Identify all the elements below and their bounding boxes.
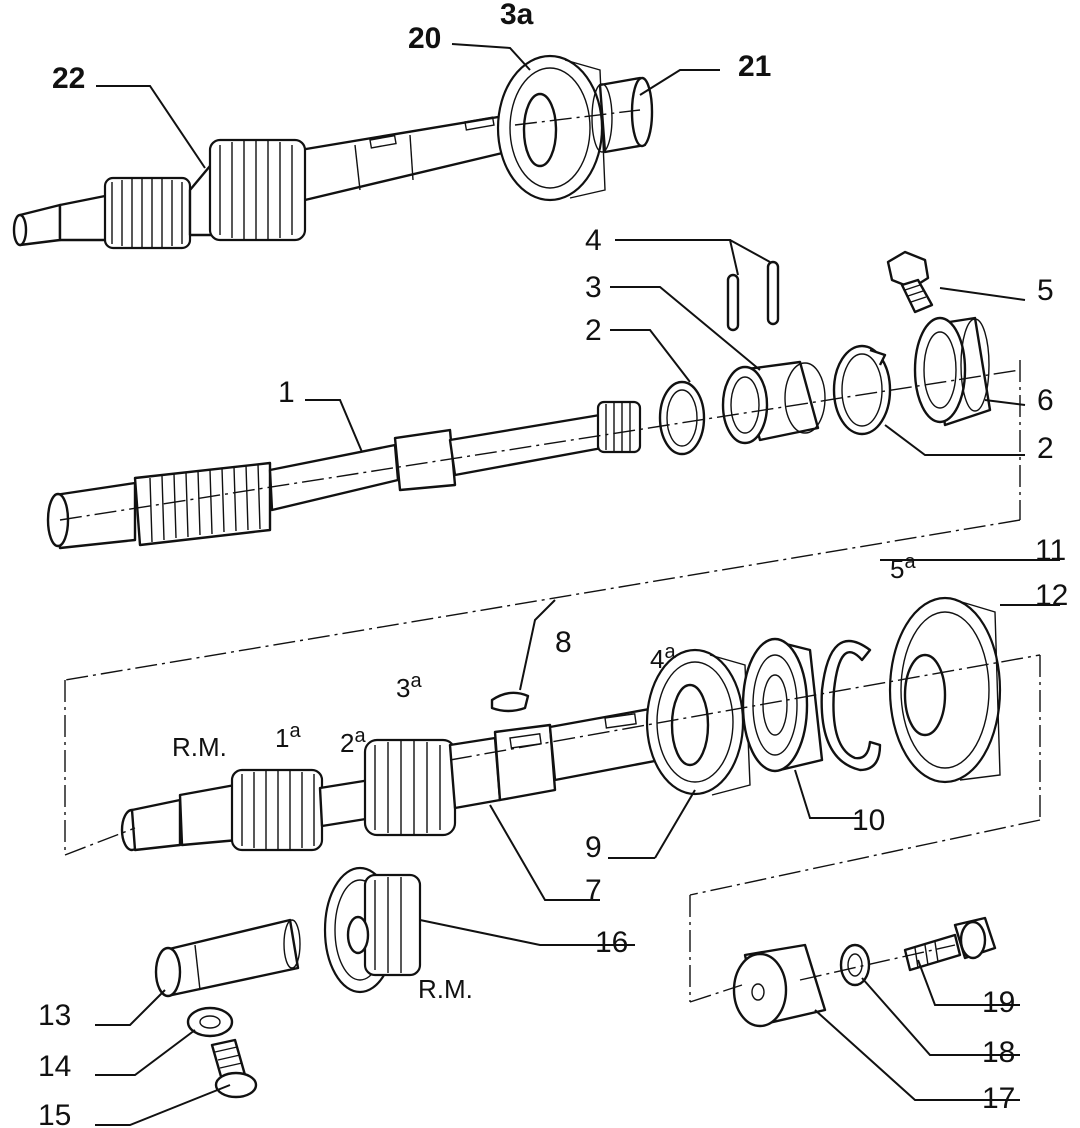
washer-part-14 (186, 1006, 234, 1038)
label-12: 12 (1035, 579, 1068, 612)
input-shaft-part-1 (46, 400, 642, 550)
layshaft-part-7 (120, 706, 662, 852)
label-1: 1 (278, 376, 295, 409)
label-10: 10 (852, 804, 885, 837)
label-5: 5 (1037, 274, 1054, 307)
label-7: 7 (585, 874, 602, 907)
key-part-8 (490, 691, 530, 713)
label-2-right: 2 (1037, 432, 1054, 465)
gear-label-4: 4a (650, 641, 676, 674)
gear-label-rm: R.M. (172, 732, 227, 762)
synchro-hub-part-10 (741, 637, 824, 773)
gear-label-1: 1a (275, 720, 301, 753)
bushing-part-21 (591, 76, 654, 154)
gear-label-3: 3a (396, 670, 422, 703)
label-3: 3 (585, 271, 602, 304)
reverse-gear-part-16 (323, 866, 422, 994)
label-3a-top: 3a (500, 0, 534, 31)
reverse-shaft-part-13 (154, 918, 301, 998)
label-14: 14 (38, 1050, 71, 1083)
gear-part-20 (496, 54, 606, 202)
washer-part-18 (839, 943, 871, 987)
label-21: 21 (738, 50, 771, 83)
label-6: 6 (1037, 384, 1054, 417)
label-11: 11 (1035, 534, 1066, 567)
reverse-gear-label: R.M. (418, 974, 473, 1004)
axis-lines (59, 109, 1041, 1003)
bolt-part-5 (886, 250, 934, 314)
pins-part-4 (726, 260, 780, 332)
label-4: 4 (585, 224, 602, 257)
label-15: 15 (38, 1099, 71, 1128)
sleeve-part-3 (721, 360, 826, 445)
gear-label-2: 2a (340, 725, 366, 758)
leader-lines (95, 43, 1060, 1126)
label-9: 9 (585, 831, 602, 864)
label-13: 13 (38, 999, 71, 1032)
screw-part-15 (210, 1038, 258, 1099)
circlip-part-2-left (658, 380, 706, 456)
label-2-left: 2 (585, 314, 602, 347)
snap-ring-part-11 (820, 639, 882, 772)
label-22: 22 (52, 62, 85, 95)
circlip-part-2-right (832, 344, 892, 436)
gear-part-12 (888, 596, 1002, 784)
output-shaft-assembly (12, 112, 520, 250)
label-16: 16 (595, 926, 628, 959)
gear-label-5: 5a (890, 551, 916, 584)
label-19: 19 (982, 986, 1015, 1019)
label-8: 8 (555, 626, 572, 659)
label-17: 17 (982, 1082, 1015, 1115)
bearing-part-6 (913, 316, 992, 427)
label-20: 20 (408, 22, 441, 55)
cap-part-17 (732, 943, 827, 1028)
label-18: 18 (982, 1036, 1015, 1069)
